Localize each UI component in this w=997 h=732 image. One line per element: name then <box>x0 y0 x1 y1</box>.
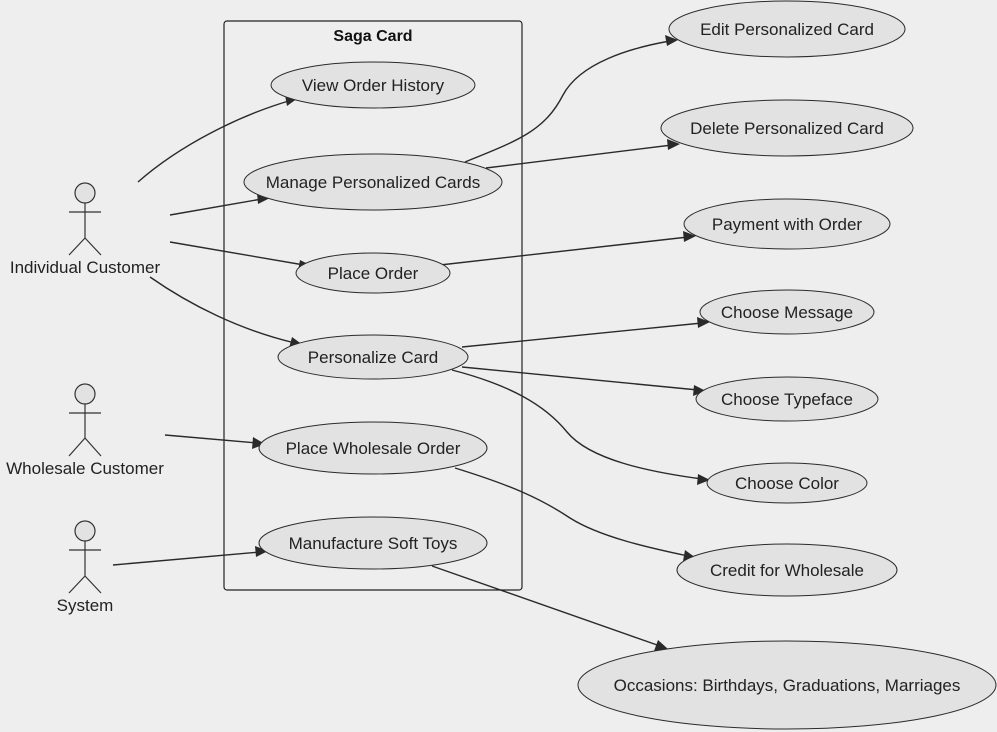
use-case-personalize-card: Personalize Card <box>277 334 469 380</box>
assoc-individual-place-order <box>169 241 305 266</box>
actor-label-system: System <box>57 596 114 615</box>
actor-individual-customer: Individual Customer <box>10 182 161 277</box>
use-case-ellipse <box>699 289 875 335</box>
use-case-ellipse <box>706 462 868 504</box>
use-case-ellipse <box>683 198 891 250</box>
use-case-label: Occasions: Birthdays, Graduations, Marri… <box>614 676 961 695</box>
actor-left-leg <box>68 575 86 594</box>
arrowhead <box>697 317 710 328</box>
use-case-ellipse <box>295 252 451 294</box>
use-case-label: Choose Color <box>735 474 839 493</box>
assoc-system-manufacture-soft-toys <box>112 551 261 566</box>
arrowhead <box>255 546 268 557</box>
use-case-label: View Order History <box>302 76 445 95</box>
use-case-view-order-history: View Order History <box>270 61 476 109</box>
assoc-individual-view-order-history <box>137 99 293 183</box>
use-case-label: Manage Personalized Cards <box>266 173 481 192</box>
assoc-place-order-payment <box>439 236 689 266</box>
use-case-ellipse <box>270 61 476 109</box>
use-case-delete-personalized-card: Delete Personalized Card <box>660 99 914 157</box>
use-case-place-order: Place Order <box>295 252 451 294</box>
assoc-personalize-color <box>451 369 703 480</box>
actor-right-leg <box>84 437 102 457</box>
use-case-ellipse <box>695 376 879 422</box>
actor-system: System <box>57 520 114 615</box>
use-case-ellipse <box>277 334 469 380</box>
arrowhead <box>667 139 680 150</box>
use-case-credit-for-wholesale: Credit for Wholesale <box>676 543 898 597</box>
arrowhead <box>252 437 265 449</box>
use-case-choose-color: Choose Color <box>706 462 868 504</box>
actor-right-leg <box>84 237 102 256</box>
actor-head <box>74 182 96 204</box>
use-case-label: Delete Personalized Card <box>690 119 884 138</box>
system-title: Saga Card <box>333 28 412 45</box>
actor-wholesale-customer: Wholesale Customer <box>6 383 164 478</box>
actor-head <box>74 520 96 542</box>
use-case-ellipse <box>676 543 898 597</box>
actor-label-wholesale: Wholesale Customer <box>6 459 164 478</box>
use-case-payment-with-order: Payment with Order <box>683 198 891 250</box>
assoc-manage-edit <box>464 40 671 163</box>
use-case-label: Place Wholesale Order <box>286 439 461 458</box>
use-case-ellipse <box>258 421 488 475</box>
use-case-label: Personalize Card <box>308 348 438 367</box>
use-case-label: Payment with Order <box>712 215 863 234</box>
use-case-ellipse <box>258 516 488 570</box>
assoc-wholesale-credit <box>454 467 689 557</box>
use-case-ellipse <box>243 153 503 211</box>
assoc-manage-delete <box>485 144 673 169</box>
use-case-label: Place Order <box>328 264 419 283</box>
arrowhead <box>665 35 678 46</box>
use-case-label: Edit Personalized Card <box>700 20 874 39</box>
system-boundary-box <box>223 20 523 591</box>
use-case-ellipse <box>668 0 906 58</box>
use-case-place-wholesale-order: Place Wholesale Order <box>258 421 488 475</box>
use-case-label: Choose Typeface <box>721 390 853 409</box>
use-case-edit-personalized-card: Edit Personalized Card <box>668 0 906 58</box>
assoc-personalize-message <box>461 322 703 348</box>
actor-right-leg <box>84 575 102 594</box>
arrowhead <box>683 231 696 242</box>
assoc-personalize-typeface <box>461 366 699 391</box>
use-case-manufacture-soft-toys: Manufacture Soft Toys <box>258 516 488 570</box>
use-case-occasions: Occasions: Birthdays, Graduations, Marri… <box>577 640 997 730</box>
actor-left-leg <box>68 237 86 256</box>
use-case-label: Credit for Wholesale <box>710 561 864 580</box>
use-case-label: Choose Message <box>721 303 853 322</box>
actor-left-leg <box>68 437 86 457</box>
assoc-wholesale-place-wholesale-order <box>164 434 258 444</box>
arrowhead <box>654 640 668 651</box>
use-case-ellipse <box>660 99 914 157</box>
assoc-individual-personalize-card <box>149 276 296 344</box>
use-case-label: Manufacture Soft Toys <box>289 534 458 553</box>
actor-head <box>74 383 96 405</box>
assoc-manufacture-occasions <box>431 565 661 647</box>
assoc-individual-manage-cards <box>169 198 263 216</box>
use-case-choose-typeface: Choose Typeface <box>695 376 879 422</box>
system-boundary: Saga Card <box>223 20 523 591</box>
use-case-ellipse <box>577 640 997 730</box>
use-case-choose-message: Choose Message <box>699 289 875 335</box>
arrowhead <box>693 385 706 396</box>
use-case-manage-personalized-cards: Manage Personalized Cards <box>243 153 503 211</box>
arrowhead <box>697 474 710 485</box>
actor-label-individual: Individual Customer <box>10 258 161 277</box>
